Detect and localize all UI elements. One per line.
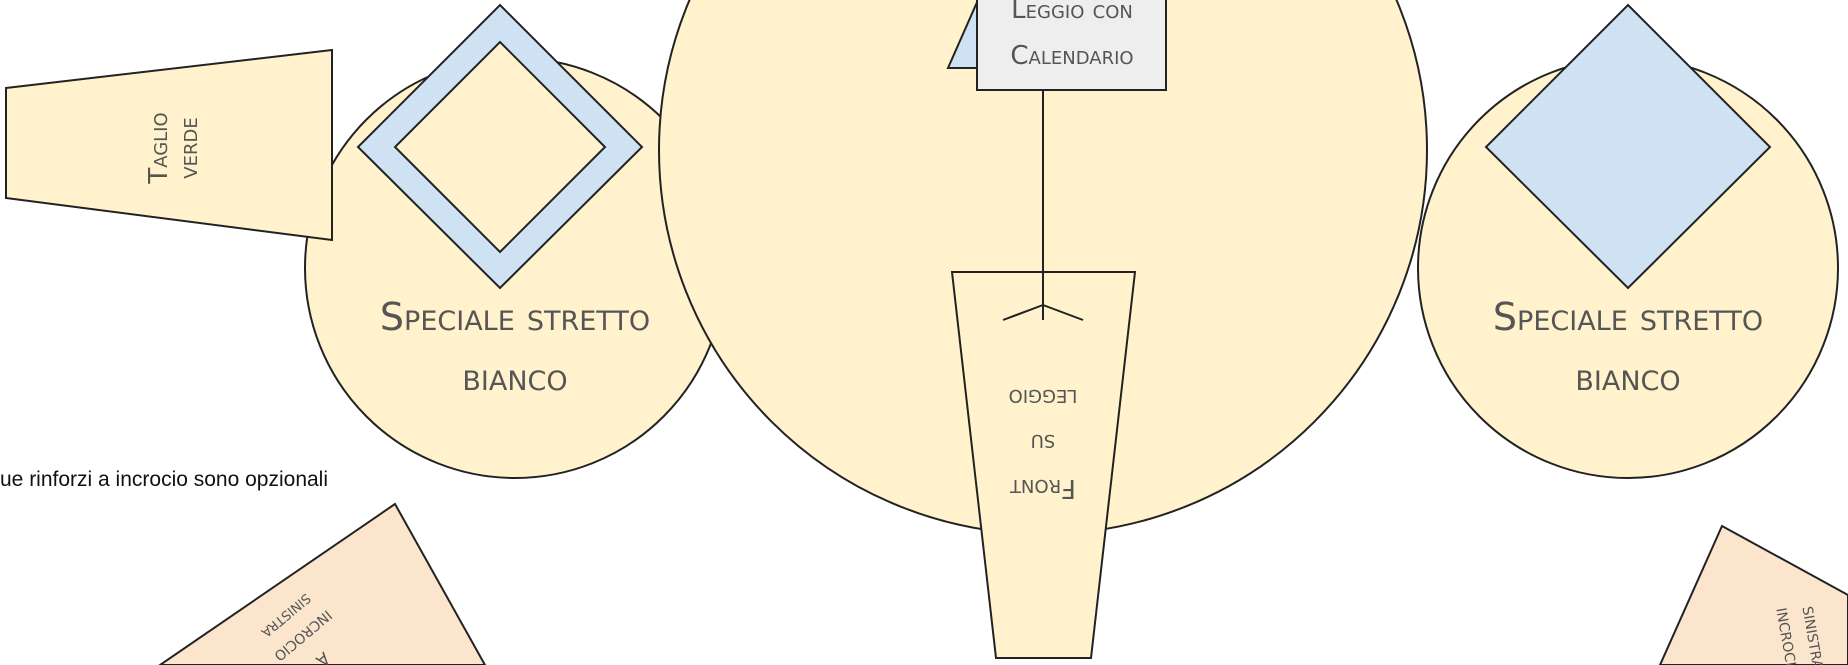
crowfoot-right (1042, 304, 1084, 321)
crowfoot-left (1002, 304, 1044, 321)
bottom-right-peach (1658, 524, 1848, 665)
left-diamond-inner (393, 40, 607, 254)
front-label-1: Front (1009, 473, 1076, 503)
right-diamond (1484, 3, 1772, 290)
front-label-3: leggio (1009, 383, 1078, 413)
taglio-label-1: Taglio (144, 112, 174, 184)
right-circle-label-2: bianco (1575, 355, 1680, 399)
leggio-box-label-1: Leggio con (1011, 0, 1133, 25)
taglio-trapezoid (5, 48, 333, 242)
left-circle-label-2: bianco (462, 355, 567, 399)
front-trapezoid (950, 271, 1137, 659)
note-text: ue rinforzi a incrocio sono opzionali (0, 468, 328, 491)
leggio-box-label-2: Calendario (1010, 41, 1133, 71)
left-circle-label-1: Speciale stretto (380, 295, 650, 339)
right-circle-label-1: Speciale stretto (1493, 295, 1763, 339)
front-label-2: su (1031, 428, 1056, 458)
leggio-box (976, 0, 1167, 91)
bottom-left-peach (158, 502, 487, 665)
taglio-label-2: verde (174, 117, 204, 178)
